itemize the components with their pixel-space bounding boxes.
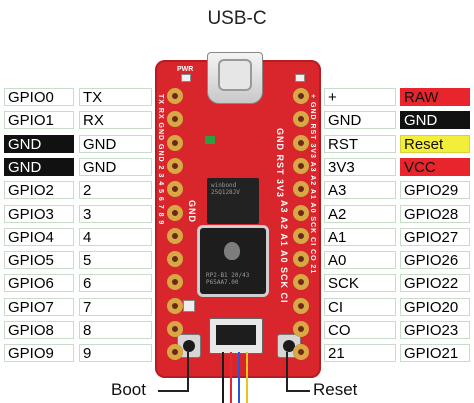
left-col-gpio8-10: GPIO8: [4, 321, 74, 339]
right-inner-a2-5: A2: [324, 205, 396, 223]
left-inner-gnd-3: GND: [79, 158, 152, 176]
right-col-gpio23-10: GPIO23: [400, 321, 470, 339]
right-inner-a0-7: A0: [324, 251, 396, 269]
right-col-raw-0: RAW: [400, 88, 470, 106]
left-col-gpio1-1: GPIO1: [4, 111, 74, 129]
right-header-pad-2: [293, 135, 309, 151]
left-inner-2-4: 2: [79, 181, 152, 199]
left-inner-9-11: 9: [79, 344, 152, 362]
left-col-gpio5-7: GPIO5: [4, 251, 74, 269]
right-col-gpio20-9: GPIO20: [400, 298, 470, 316]
left-header-pad-11: [167, 344, 183, 360]
raspberry-logo-icon: [224, 242, 240, 260]
left-col-gpio6-8: GPIO6: [4, 274, 74, 292]
left-inner-3-5: 3: [79, 205, 152, 223]
right-col-reset-2: Reset: [400, 135, 470, 153]
left-header-pad-8: [167, 274, 183, 290]
right-header-pad-1: [293, 111, 309, 127]
right-col-gpio26-7: GPIO26: [400, 251, 470, 269]
right-col-gnd-1: GND: [400, 111, 470, 129]
usb-c-title: USB-C: [207, 8, 267, 29]
right-inner-ci-9: CI: [324, 298, 396, 316]
left-col-gpio9-11: GPIO9: [4, 344, 74, 362]
boot-leader-horizontal: [158, 390, 188, 392]
right-header-pad-7: [293, 251, 309, 267]
right-col-gpio29-4: GPIO29: [400, 181, 470, 199]
right-header-pad-3: [293, 158, 309, 174]
right-col-vcc-3: VCC: [400, 158, 470, 176]
center-analog-silk: A3 A2 A1 A0 SCK CI: [279, 200, 289, 304]
right-inner-a1-6: A1: [324, 228, 396, 246]
left-edge-silk: TX RX GND GND 2 3 4 5 6 7 8 9: [157, 94, 164, 226]
left-inner-tx-0: TX: [79, 88, 152, 106]
left-col-gnd-2: GND: [4, 135, 74, 153]
right-header-pad-10: [293, 321, 309, 337]
right-header-pad-8: [293, 274, 309, 290]
green-component: [205, 136, 215, 144]
right-inner-21-11: 21: [324, 344, 396, 362]
boot-label: Boot: [111, 380, 146, 399]
left-header-pad-9: [167, 298, 183, 314]
right-inner-3v3-3: 3V3: [324, 158, 396, 176]
right-col-gpio22-8: GPIO22: [400, 274, 470, 292]
pwr-silk: PWR: [177, 66, 194, 73]
inner-left-silk: GND: [187, 200, 197, 223]
right-inner-a3-4: A3: [324, 181, 396, 199]
left-col-gpio7-9: GPIO7: [4, 298, 74, 316]
right-edge-silk: + GND RST 3V3 A3 A2 A1 A0 SCK CI CO 21: [309, 94, 316, 275]
left-header-pad-1: [167, 111, 183, 127]
left-inner-8-10: 8: [79, 321, 152, 339]
right-inner-co-10: CO: [324, 321, 396, 339]
left-inner-6-8: 6: [79, 274, 152, 292]
left-col-gpio3-5: GPIO3: [4, 205, 74, 223]
right-inner-sck-8: SCK: [324, 274, 396, 292]
right-col-gpio27-6: GPIO27: [400, 228, 470, 246]
left-header-pad-5: [167, 205, 183, 221]
left-inner-4-6: 4: [79, 228, 152, 246]
left-inner-rx-1: RX: [79, 111, 152, 129]
right-header-pad-11: [293, 344, 309, 360]
reset-leader-vertical: [286, 352, 288, 392]
right-header-pad-5: [293, 205, 309, 221]
right-inner--0: +: [324, 88, 396, 106]
boot-button[interactable]: [177, 334, 201, 358]
right-header-pad-0: [293, 88, 309, 104]
left-header-pad-6: [167, 228, 183, 244]
left-header-pad-2: [167, 135, 183, 151]
reset-leader-horizontal: [286, 390, 310, 392]
reset-led: [295, 74, 305, 82]
usb-c-connector: [207, 52, 263, 104]
right-col-gpio28-5: GPIO28: [400, 205, 470, 223]
right-header-pad-4: [293, 181, 309, 197]
pwr-led: [181, 74, 191, 82]
rgb-led: [183, 300, 195, 312]
left-col-gnd-3: GND: [4, 158, 74, 176]
qwiic-connector: [209, 318, 263, 354]
left-header-pad-7: [167, 251, 183, 267]
right-inner-gnd-1: GND: [324, 111, 396, 129]
usb-c-port: [218, 59, 252, 91]
qwiic-wires: [220, 352, 254, 403]
right-inner-rst-2: RST: [324, 135, 396, 153]
left-inner-5-7: 5: [79, 251, 152, 269]
left-header-pad-3: [167, 158, 183, 174]
reset-label: Reset: [313, 380, 358, 399]
boot-leader-vertical: [187, 352, 189, 392]
right-col-gpio21-11: GPIO21: [400, 344, 470, 362]
left-header-pad-4: [167, 181, 183, 197]
left-col-gpio2-4: GPIO2: [4, 181, 74, 199]
left-header-pad-10: [167, 321, 183, 337]
left-col-gpio4-6: GPIO4: [4, 228, 74, 246]
right-header-pad-6: [293, 228, 309, 244]
left-inner-7-9: 7: [79, 298, 152, 316]
inner-right-silk: GND RST 3V3: [275, 128, 285, 199]
left-inner-gnd-2: GND: [79, 135, 152, 153]
right-header-pad-9: [293, 298, 309, 314]
left-header-pad-0: [167, 88, 183, 104]
left-col-gpio0-0: GPIO0: [4, 88, 74, 106]
